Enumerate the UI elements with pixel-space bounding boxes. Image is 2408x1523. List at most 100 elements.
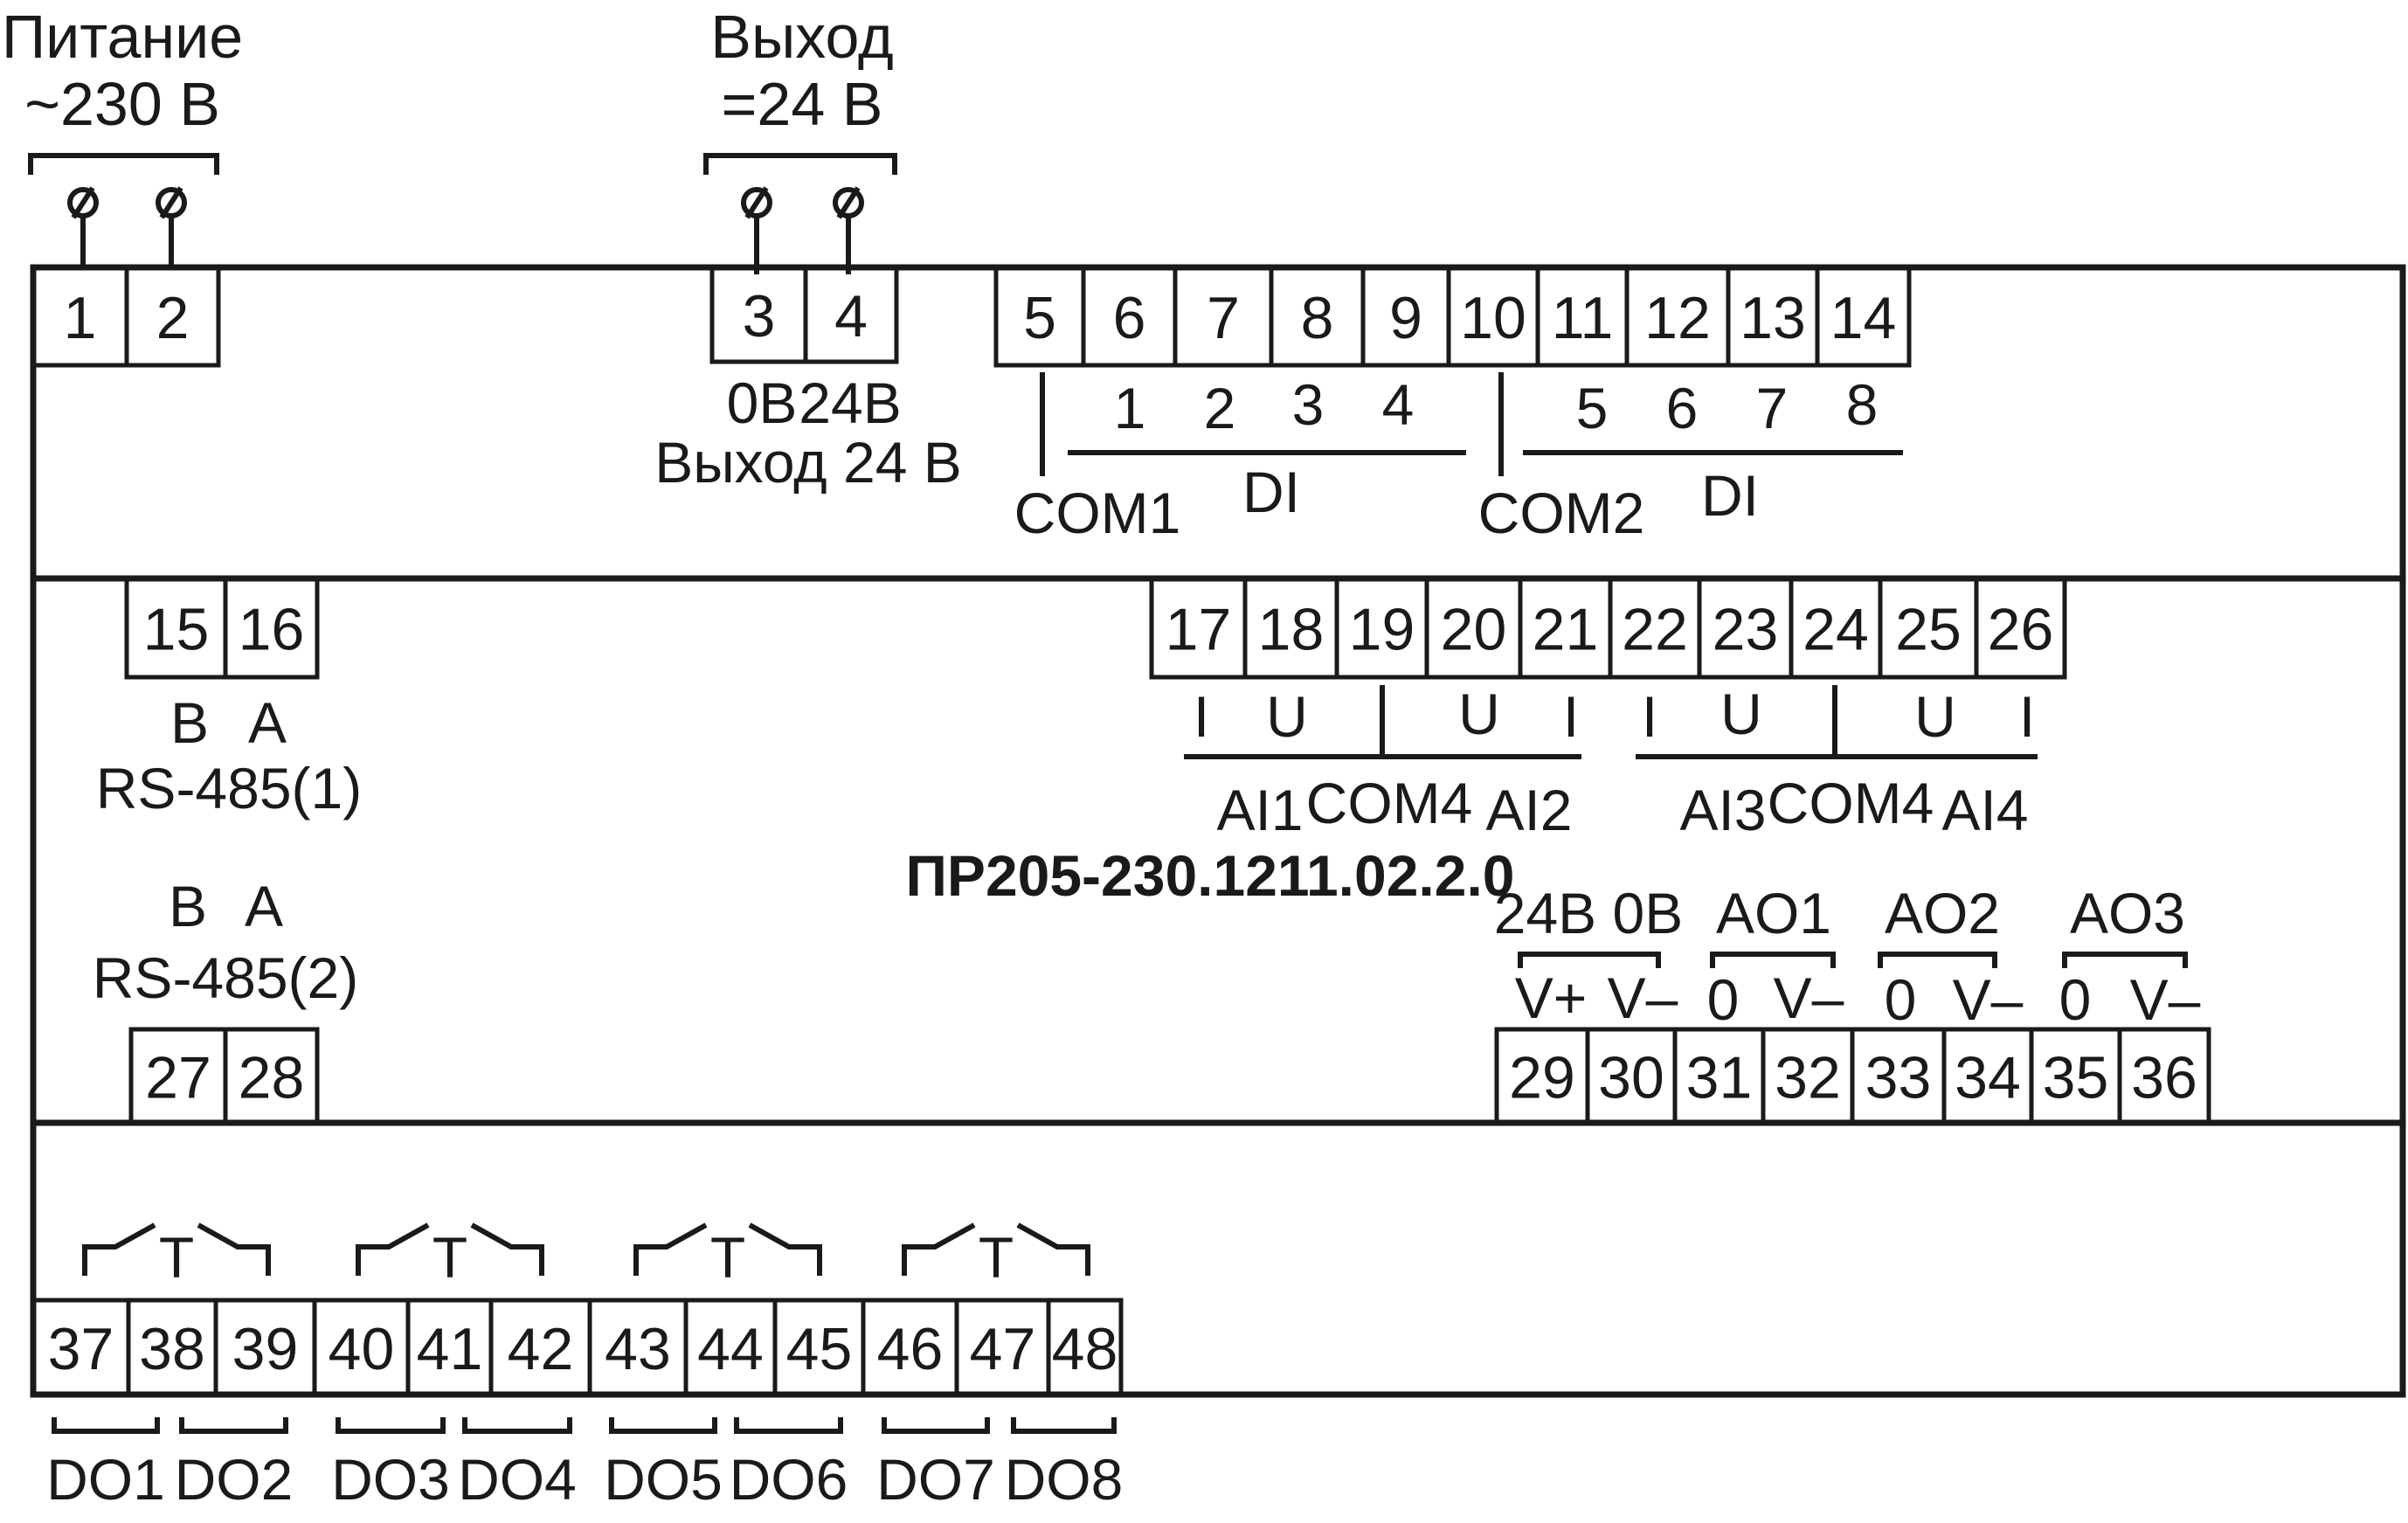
ai-u-label: U (1914, 684, 1956, 749)
do-label: DO7 (876, 1447, 995, 1512)
di-input-number: 8 (1846, 372, 1879, 437)
terminal-number: 2 (156, 285, 190, 351)
rs485-2: B A RS-485(2) (93, 874, 358, 1010)
screw-terminal-icon (156, 186, 187, 267)
ao-bracket (2062, 952, 2188, 968)
do-output: DO8 (1005, 1417, 1123, 1512)
ai-i-label: I (2019, 684, 2035, 749)
do-output: DO3 (331, 1417, 450, 1512)
di-input-number: 1 (1114, 376, 1146, 440)
relay-common-label: T (710, 1225, 745, 1290)
vminus-label: V– (1953, 967, 2024, 1032)
terminal: 34 (1941, 1027, 2034, 1125)
terminal: 12 (1624, 265, 1731, 368)
terminal-number: 12 (1644, 285, 1711, 351)
terminal-number: 31 (1686, 1045, 1753, 1111)
di-input-number: 4 (1382, 372, 1415, 437)
terminal: 40 (312, 1298, 411, 1397)
relay-common-label: T (432, 1225, 467, 1290)
vminus-label: V– (1774, 966, 1844, 1030)
terminal: 15 (124, 576, 228, 680)
terminal-number: 7 (1207, 285, 1240, 351)
do-label: DO1 (46, 1447, 165, 1512)
zero-label: 0 (1885, 967, 1917, 1032)
terminal-number: 23 (1713, 597, 1779, 663)
terminal: 41 (405, 1298, 494, 1397)
terminal: 38 (126, 1298, 218, 1397)
terminal: 9 (1360, 265, 1451, 368)
terminal: 32 (1761, 1027, 1855, 1125)
terminal: 20 (1424, 576, 1523, 680)
terminal: 7 (1173, 265, 1274, 368)
terminal: 43 (587, 1298, 688, 1397)
rs485-a-label: A (245, 874, 283, 938)
terminal: 8 (1269, 265, 1366, 368)
terminal-number: 13 (1740, 285, 1806, 351)
terminal-number: 41 (417, 1316, 483, 1382)
terminal-number: 36 (2131, 1045, 2197, 1111)
screw-terminal-icon (67, 186, 99, 267)
terminal: 47 (954, 1298, 1051, 1397)
terminal-box (1046, 1298, 1124, 1397)
ao1-label: AO1 (1716, 881, 1831, 945)
terminal: 5 (993, 265, 1086, 368)
terminal-number: 6 (1113, 285, 1146, 351)
vminus-label: V– (1608, 966, 1678, 1030)
terminal-number: 34 (1955, 1045, 2021, 1111)
terminal-number: 35 (2043, 1045, 2109, 1111)
di-label: DI (1242, 460, 1300, 524)
relay-common-label: T (159, 1225, 194, 1290)
di-input-number: 2 (1204, 376, 1236, 440)
terminal-number: 17 (1166, 597, 1232, 663)
output-title: Выход (710, 3, 893, 71)
rs485-2-label: RS-485(2) (93, 945, 358, 1010)
terminal-box (223, 1027, 320, 1125)
com1-label: COM1 (1014, 481, 1181, 545)
terminal-number: 44 (697, 1316, 764, 1382)
screw-terminal-icon (833, 186, 864, 274)
terminal: 6 (1081, 265, 1178, 368)
do-bracket (882, 1417, 990, 1434)
terminal-number: 45 (786, 1316, 853, 1382)
relay-contact-icon: T (633, 1222, 822, 1290)
output-bracket (703, 153, 897, 175)
do-bracket (336, 1417, 446, 1434)
terminal: 29 (1494, 1027, 1590, 1125)
terminal-number: 16 (239, 597, 305, 663)
terminal: 17 (1149, 576, 1248, 680)
do-label: DO4 (458, 1447, 577, 1512)
do-output: DO7 (876, 1417, 995, 1512)
ai4-label: AI4 (1941, 778, 2028, 842)
terminal-number: 38 (139, 1316, 205, 1382)
ao-supply-label: 24В 0В (1494, 881, 1684, 945)
relay-contact-icon: T (356, 1222, 544, 1290)
di-input-number: 5 (1576, 376, 1609, 440)
rs485-a-label: A (248, 690, 287, 755)
ai1-label: AI1 (1216, 778, 1303, 842)
ai3-label: AI3 (1679, 778, 1766, 842)
terminal: 1 (31, 265, 129, 368)
terminal: 39 (213, 1298, 317, 1397)
ao-bracket (1518, 952, 1661, 968)
analog-inputs (1184, 685, 2038, 759)
terminal: 35 (2029, 1027, 2122, 1125)
terminal-number: 39 (232, 1316, 299, 1382)
terminal: 23 (1697, 576, 1794, 680)
terminal: 28 (223, 1027, 320, 1125)
ai-u-label: U (1458, 682, 1500, 746)
output-caption: Выход 24 В (654, 430, 962, 495)
output-voltage: =24 В (722, 70, 883, 138)
analog-outputs (1518, 952, 2188, 968)
com4-label: COM4 (1768, 771, 1934, 835)
do-label: DO2 (175, 1447, 294, 1512)
terminal-number: 40 (329, 1316, 395, 1382)
terminal: 10 (1446, 265, 1540, 368)
di-input-number: 3 (1292, 372, 1325, 437)
do-output: DO2 (175, 1417, 294, 1512)
discrete-inputs (1040, 372, 1903, 476)
rs485-b-label: B (170, 690, 209, 755)
zero-label: 0 (1707, 967, 1740, 1032)
screw-terminal-icon (741, 186, 772, 274)
terminal-number: 27 (145, 1045, 211, 1111)
